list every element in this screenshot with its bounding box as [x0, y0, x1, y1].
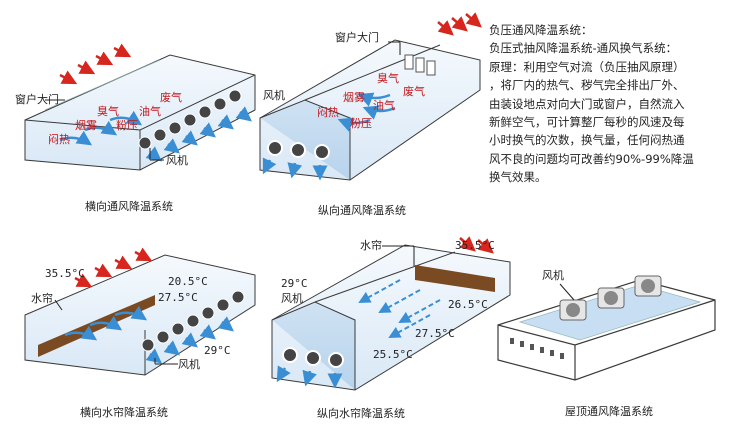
caption-cross-ventilation: 横向通风降温系统 [85, 200, 173, 213]
label-water-curtain: 水帘 [31, 292, 53, 305]
label-window-door: 窗户大门 [15, 93, 59, 106]
fan-row [138, 89, 242, 150]
cool-air-arrows [64, 305, 234, 364]
fan-row [282, 347, 344, 368]
label-fan: 风机 [281, 292, 303, 305]
panel-longitudinal-ventilation [259, 12, 482, 181]
temperature-label: 35.5°C [455, 239, 495, 252]
hazard-label: 粉压 [116, 119, 138, 132]
panel-longitudinal-water-curtain [271, 236, 511, 391]
description-line: 小时换气的次数，换气量，任何闷热通 [489, 133, 685, 148]
label-fan: 风机 [542, 269, 564, 282]
temperature-label: 35.5°C [45, 267, 85, 280]
roof-fan-units [559, 275, 662, 321]
hazard-label: 粉压 [350, 117, 372, 130]
description-line: 负压式抽风降温系统-通风换气系统： [489, 41, 678, 56]
temperature-label: 20.5°C [168, 275, 208, 288]
caption-roof-ventilation: 屋顶通风降温系统 [565, 405, 653, 418]
temperature-label: 29°C [204, 344, 231, 357]
description-line: 原理：利用空气对流（负压抽风原理） [489, 59, 685, 74]
hazard-label: 臭气 [377, 72, 399, 85]
label-fan: 风机 [263, 89, 285, 102]
hazard-label: 油气 [139, 105, 161, 118]
description-line: ，将厂内的热气、秽气完全排出厂外、 [489, 78, 685, 93]
fan-row [267, 140, 330, 160]
caption-longitudinal-water-curtain: 纵向水帘降温系统 [317, 407, 405, 420]
temperature-label: 29°C [281, 277, 308, 290]
hazard-label: 闷热 [317, 106, 339, 119]
label-fan: 风机 [178, 358, 200, 371]
hazard-label: 烟雾 [75, 119, 97, 132]
hazard-label: 闷热 [48, 133, 70, 146]
hazard-label: 油气 [373, 99, 395, 112]
description-line: 换气效果。 [489, 170, 547, 185]
label-window-door: 窗户大门 [335, 31, 379, 44]
description-line: 新鲜空气，可计算整厂每秒的风速及每 [489, 115, 685, 130]
panel-cross-water-curtain [24, 247, 256, 376]
exhaust-arrows [262, 92, 396, 181]
temperature-label: 25.5°C [373, 348, 413, 361]
exhaust-arrows [59, 106, 252, 162]
hazard-label: 烟雾 [343, 91, 365, 104]
label-fan: 风机 [166, 154, 188, 167]
hazard-label: 臭气 [97, 105, 119, 118]
description-line: 负压通风降温系统： [489, 23, 593, 37]
fresh-air-arrows [59, 43, 132, 85]
water-curtain-pad [415, 265, 495, 292]
caption-cross-water-curtain: 横向水帘降温系统 [80, 406, 168, 419]
caption-longitudinal-ventilation: 纵向通风降温系统 [318, 204, 406, 217]
hot-air-arrows [74, 247, 153, 288]
description-line: 由装设地点对向大门或窗户，自然流入 [489, 96, 685, 111]
temperature-label: 27.5°C [158, 291, 198, 304]
label-water-curtain: 水帘 [360, 239, 382, 252]
description-line: 风不良的问题均可改善约90%-99%降温 [489, 151, 694, 166]
fan-row [141, 290, 245, 352]
temperature-label: 27.5°C [415, 327, 455, 340]
hazard-label: 废气 [403, 85, 425, 98]
hazard-label: 废气 [160, 91, 182, 104]
description-text: 负压通风降温系统： 负压式抽风降温系统-通风换气系统： 原理：利用空气对流（负压… [489, 21, 735, 187]
temperature-label: 26.5°C [448, 298, 488, 311]
hot-air-arrows [459, 236, 494, 254]
panel-roof-ventilation [497, 275, 716, 381]
fresh-air-arrows [437, 12, 482, 36]
panel-cross-ventilation [24, 43, 256, 171]
